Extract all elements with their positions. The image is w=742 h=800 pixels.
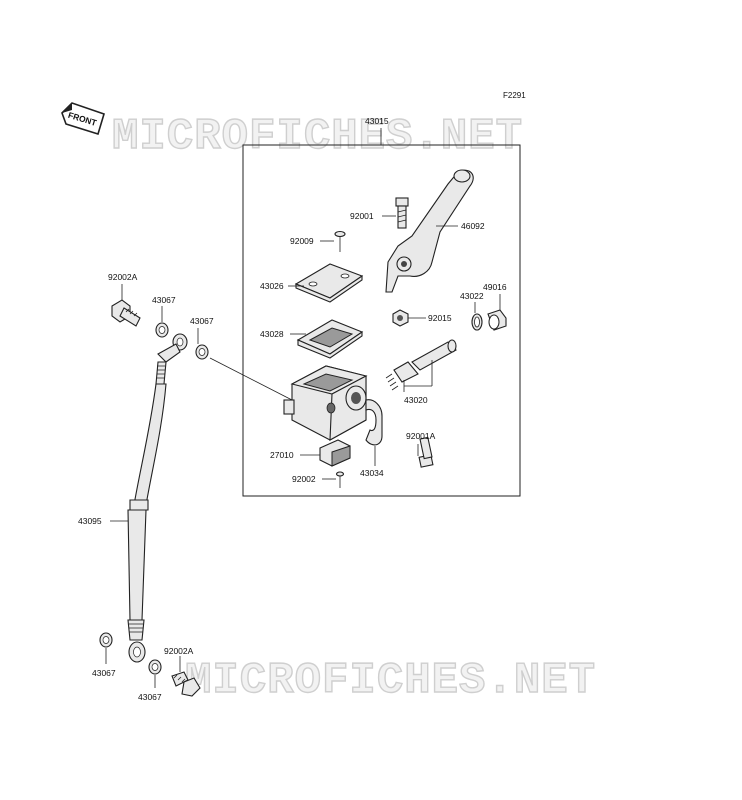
lower-washer-2 (148, 659, 162, 675)
label-92002: 92002 (292, 474, 316, 484)
label-46092: 46092 (461, 221, 485, 231)
lower-washer-1 (99, 632, 113, 648)
clamp-bolt (418, 436, 434, 468)
label-43026: 43026 (260, 281, 284, 291)
watermark-top: MICROFICHES.NET (112, 112, 523, 162)
upper-banjo-bolt (111, 299, 141, 327)
leader-43020 (403, 360, 433, 392)
label-43028: 43028 (260, 329, 284, 339)
label-92001A: 92001A (406, 431, 436, 441)
label-92002A-lower: 92002A (164, 646, 194, 656)
bushing (487, 309, 507, 331)
brake-light-switch (319, 439, 351, 467)
watermark-bottom: MICROFICHES.NET (185, 656, 596, 706)
master-cylinder-body (283, 365, 368, 441)
brake-hose (127, 333, 188, 663)
switch-screw (335, 471, 345, 488)
lever-pivot-bolt (395, 197, 409, 229)
label-43067-lower-2: 43067 (138, 692, 162, 702)
label-27010: 27010 (270, 450, 294, 460)
cap-screw (334, 230, 346, 252)
label-43015: 43015 (365, 116, 389, 126)
dust-boot (471, 313, 483, 331)
diaphragm (296, 319, 364, 359)
leader-hose-connection (209, 357, 293, 401)
figure-code: F2291 (503, 91, 526, 100)
upper-washer-2 (195, 344, 209, 360)
handlebar-clamp (365, 399, 383, 446)
label-92015: 92015 (428, 313, 452, 323)
piston-set (385, 339, 457, 391)
label-49016: 49016 (483, 282, 507, 292)
assembly-box (242, 144, 521, 497)
label-43095: 43095 (78, 516, 102, 526)
lever-nut (392, 309, 409, 327)
lower-banjo-bolt (171, 671, 201, 697)
brake-lever (385, 169, 474, 293)
label-92009: 92009 (290, 236, 314, 246)
label-92002A-upper: 92002A (108, 272, 138, 282)
front-arrow-icon (61, 102, 105, 136)
label-43067-upper-1: 43067 (152, 295, 176, 305)
reservoir-cap (294, 263, 364, 303)
label-43020: 43020 (404, 395, 428, 405)
label-43022: 43022 (460, 291, 484, 301)
label-92001: 92001 (350, 211, 374, 221)
label-43067-lower-1: 43067 (92, 668, 116, 678)
label-43034: 43034 (360, 468, 384, 478)
label-43067-upper-2: 43067 (190, 316, 214, 326)
upper-washer-1 (155, 322, 169, 338)
